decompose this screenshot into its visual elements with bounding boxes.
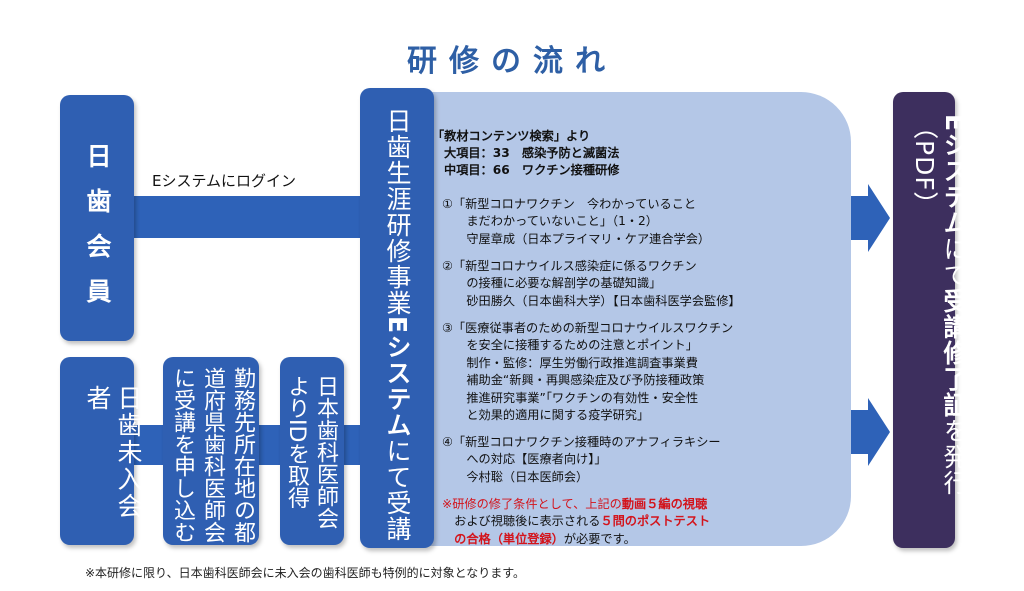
panel-middle: 中項目：66 ワクチン接種研修 xyxy=(444,163,620,177)
certificate-text: Eシステムにて受講修了証を発行（PDF） xyxy=(909,114,969,548)
page-title: 研修の流れ xyxy=(407,44,617,79)
panel-major: 大項目：33 感染予防と滅菌法 xyxy=(444,146,620,160)
login-label: Eシステムにログイン xyxy=(152,172,297,190)
panel-item1: ①「新型コロナワクチン 今わかっていること まだわかっていないこと」（1・2） … xyxy=(442,197,711,246)
id-step-box: 日本歯科医師会 よりIDを取得 xyxy=(280,357,344,545)
note-d: ５問のポストテスト xyxy=(600,514,711,529)
note-b: 動画５編の視聴 xyxy=(621,497,708,511)
apply-step-text: 勤務先所在地の都 道府県歯科医師会 に受講を申し込む xyxy=(167,367,257,543)
center-prefix: 日歯生涯研修事業 xyxy=(383,108,412,316)
note-f: が必要です。 xyxy=(563,531,636,546)
cert-part1: Eシステム xyxy=(940,114,969,237)
note-a: ※研修の修了条件として、上記の xyxy=(442,497,622,511)
footnote: ※本研修に限り、日本歯科医師会に未入会の歯科医師も特例的に対象となります。 xyxy=(85,566,526,580)
apply-line2: 道府県歯科医師会 xyxy=(200,367,225,543)
member-box: 日歯会員 xyxy=(60,95,134,341)
non-member-box: 日歯未入会者 xyxy=(60,357,143,545)
arrow-to-certificate-top xyxy=(838,184,890,252)
system-course-box: 日歯生涯研修事業Eシステムにて受講 xyxy=(360,88,434,548)
id-line1: 日本歯科医師会 xyxy=(313,375,338,529)
panel-search: 「教材コンテンツ検索」より xyxy=(432,129,591,143)
certificate-box: Eシステムにて受講修了証を発行（PDF） xyxy=(893,92,969,548)
arrow-to-certificate-bottom xyxy=(838,398,890,466)
course-content-panel: 「教材コンテンツ検索」より 大項目：33 感染予防と滅菌法 中項目：66 ワクチ… xyxy=(404,92,851,546)
cert-part3: 受講修了証 xyxy=(940,288,969,419)
panel-item4: ④「新型コロナワクチン接種時のアナフィラキシー への対応【医療者向け】」 今村聡… xyxy=(442,435,721,484)
note-c: および視聴後に表示される xyxy=(454,514,601,529)
apply-line3: に受講を申し込む xyxy=(170,367,195,543)
non-member-label: 日歯未入会者 xyxy=(83,385,143,520)
apply-step-box: 勤務先所在地の都 道府県歯科医師会 に受講を申し込む xyxy=(163,357,259,545)
center-emph: Eシステム xyxy=(383,316,412,439)
id-step-text: 日本歯科医師会 よりIDを取得 xyxy=(282,375,340,529)
note-e: の合格（単位登録） xyxy=(454,531,564,546)
cert-part4: を発行（PDF） xyxy=(910,114,969,497)
panel-item2: ②「新型コロナウイルス感染症に係るワクチン の接種に必要な解剖学の基礎知識」 砂… xyxy=(442,259,741,308)
apply-line1: 勤務先所在地の都 xyxy=(230,367,255,543)
member-label: 日歯会員 xyxy=(83,143,112,323)
id-line2: よりIDを取得 xyxy=(284,375,309,509)
arrow-member-to-system xyxy=(134,196,374,238)
cert-part2: にて xyxy=(940,236,969,289)
completion-note: ※研修の修了条件として、上記の動画５編の視聴 および視聴後に表示される５問のポス… xyxy=(442,496,710,548)
system-course-text: 日歯生涯研修事業Eシステムにて受講 xyxy=(382,108,412,542)
center-suffix: にて受講 xyxy=(383,438,412,543)
panel-item3: ③「医療従事者のための新型コロナウイルスワクチン を安全に接種するための注意とポ… xyxy=(442,321,734,423)
